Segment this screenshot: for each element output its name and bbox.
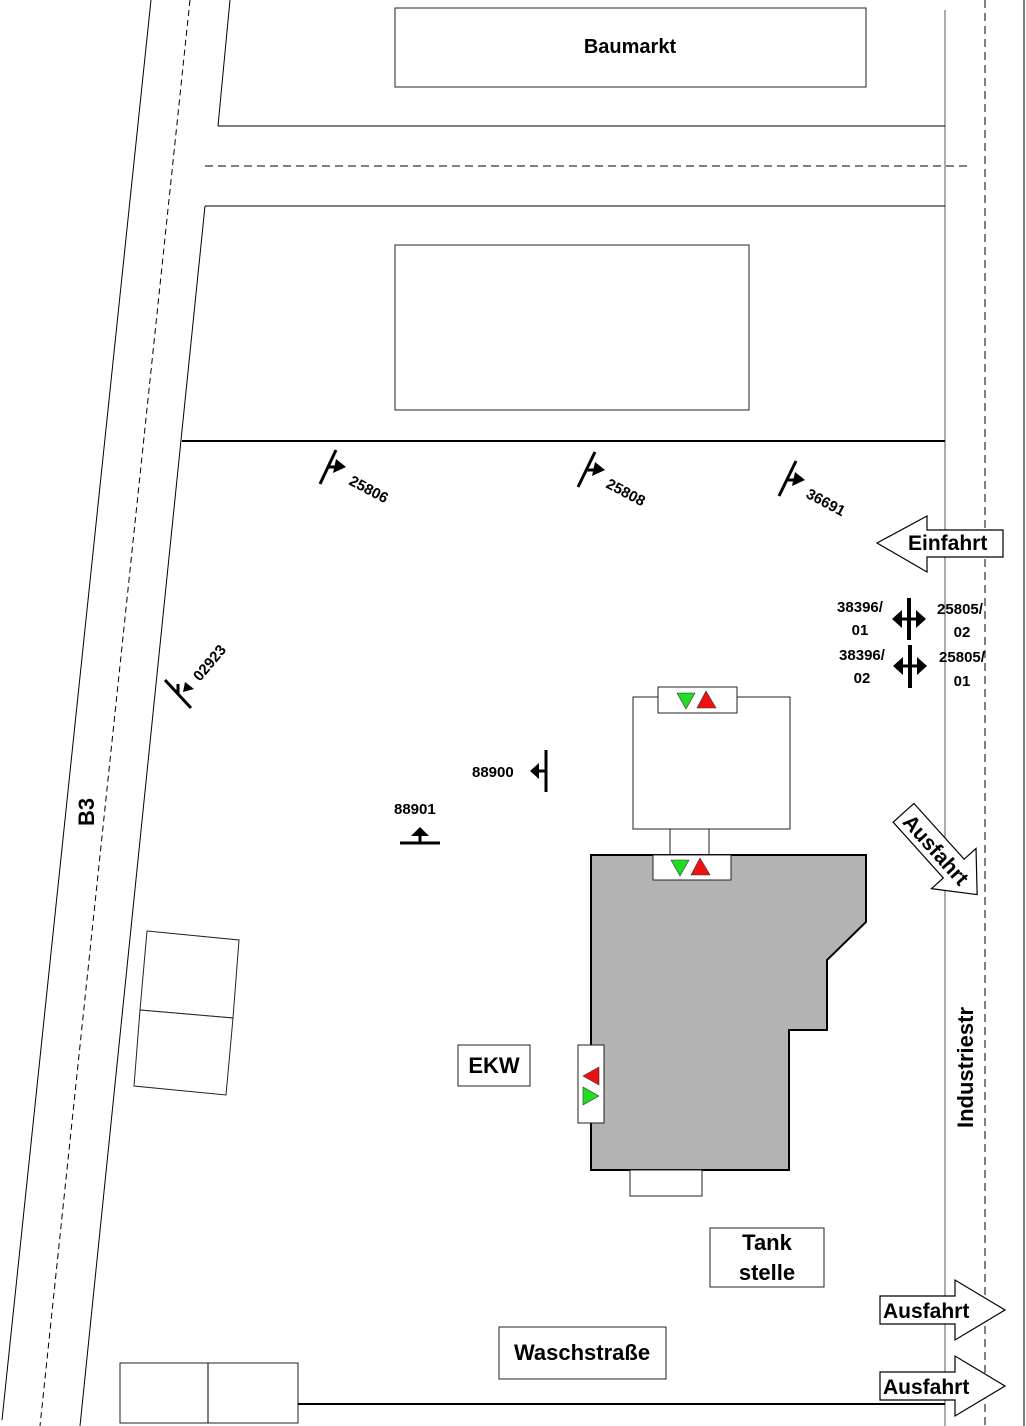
svg-text:25806: 25806 — [346, 473, 391, 508]
red-signal-icon — [582, 1066, 600, 1086]
building-middle — [394, 244, 750, 411]
label-tankstelle-2: stelle — [739, 1260, 795, 1285]
building-tab — [629, 1169, 703, 1197]
camera-38396-01-25805-02[interactable]: 38396/ 01 25805/ 02 — [837, 598, 984, 641]
svg-text:38396/: 38396/ — [837, 599, 884, 616]
camera-direction-icon — [183, 682, 194, 692]
road-label-industriestr: Industriestr — [953, 1007, 978, 1128]
camera-88900[interactable]: 88900 — [472, 750, 548, 792]
svg-text:02923: 02923 — [190, 642, 230, 685]
ausfahrt-arrow-2: Ausfahrt — [879, 1354, 1007, 1418]
svg-text:38396/: 38396/ — [839, 647, 886, 664]
svg-text:Ausfahrt: Ausfahrt — [883, 1376, 969, 1399]
svg-text:88901: 88901 — [394, 801, 436, 818]
einfahrt-arrow: Einfahrt — [875, 514, 1004, 574]
traffic-light-side — [577, 1044, 605, 1124]
traffic-light-middle — [652, 854, 732, 881]
camera-direction-icon — [592, 462, 605, 476]
camera-25808[interactable]: 25808 — [576, 451, 648, 511]
b3-road-edge-right — [217, 0, 231, 127]
label-baumarkt: Baumarkt — [584, 36, 677, 58]
green-signal-icon — [676, 692, 696, 710]
camera-36691[interactable]: 36691 — [777, 460, 848, 521]
green-signal-icon — [582, 1086, 600, 1106]
parking-area-1 — [139, 930, 240, 1019]
camera-direction-icon — [792, 472, 805, 486]
svg-text:Ausfahrt: Ausfahrt — [883, 1300, 969, 1323]
svg-text:88900: 88900 — [472, 764, 514, 781]
b3-center-line — [39, 0, 191, 1426]
label-ekw: EKW — [468, 1053, 520, 1078]
svg-text:25805/: 25805/ — [937, 601, 984, 618]
svg-text:25805/: 25805/ — [939, 649, 986, 666]
svg-text:Einfahrt: Einfahrt — [908, 532, 987, 555]
red-signal-icon — [690, 857, 711, 876]
camera-02923[interactable]: 02923 — [163, 642, 230, 710]
camera-direction-icon — [333, 459, 346, 473]
lot-left-edge — [79, 205, 206, 1426]
building-ekw — [457, 1044, 531, 1087]
svg-text:25808: 25808 — [603, 476, 648, 511]
parking-area-2 — [133, 1009, 234, 1096]
camera-88901[interactable]: 88901 — [394, 801, 440, 845]
b3-road-edge-left — [1, 0, 152, 1421]
bottom-building — [119, 1362, 299, 1424]
camera-25806[interactable]: 25806 — [318, 449, 391, 508]
road-label-b3: B3 — [74, 798, 99, 826]
label-tankstelle-1: Tank — [742, 1230, 792, 1255]
building-tankstelle — [709, 1227, 825, 1288]
building-baumarkt — [394, 7, 867, 88]
label-waschstrasse: Waschstraße — [514, 1340, 650, 1365]
building-connector — [669, 828, 710, 856]
green-signal-icon — [670, 859, 690, 877]
svg-text:Ausfahrt: Ausfahrt — [898, 811, 973, 891]
red-signal-icon — [696, 690, 717, 709]
ausfahrt-arrow-1: Ausfahrt — [879, 1278, 1007, 1342]
building-main — [590, 854, 867, 1171]
svg-text:36691: 36691 — [803, 486, 848, 521]
svg-text:01: 01 — [954, 673, 971, 690]
svg-text:02: 02 — [954, 624, 971, 641]
svg-text:02: 02 — [854, 670, 871, 687]
camera-38396-02-25805-01[interactable]: 38396/ 02 25805/ 01 — [839, 645, 986, 690]
svg-text:01: 01 — [852, 622, 869, 639]
building-annex — [632, 696, 791, 830]
ausfahrt-arrow-diagonal: Ausfahrt — [892, 802, 978, 896]
building-waschstrasse — [498, 1326, 667, 1380]
traffic-light-top — [657, 686, 738, 714]
